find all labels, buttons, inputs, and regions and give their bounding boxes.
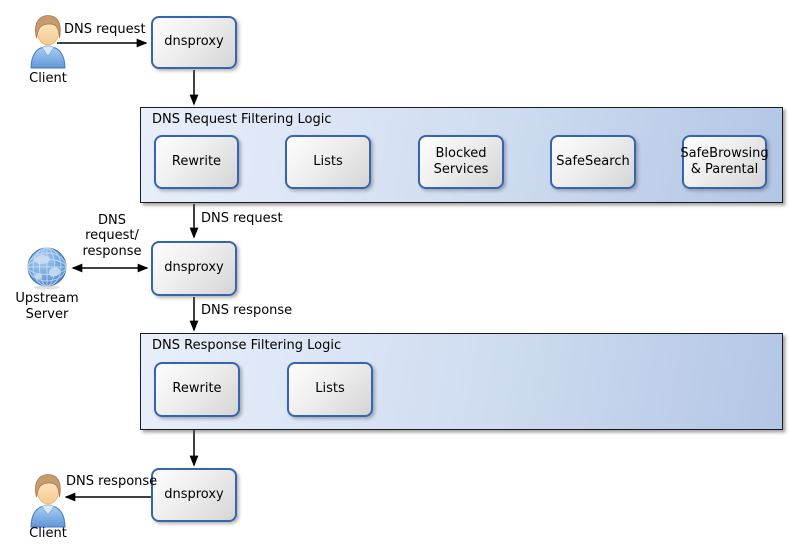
- dnsproxy-node-mid: dnsproxy: [151, 241, 237, 296]
- edge-label-client-response: DNS response: [66, 474, 158, 489]
- filter-step-lists: Lists: [285, 135, 371, 189]
- response-filter-container: DNS Response Filtering Logic Rewrite Lis…: [140, 333, 783, 430]
- response-step-lists-label: Lists: [315, 381, 345, 397]
- dnsproxy-top-label: dnsproxy: [164, 34, 224, 50]
- filter-step-blocked-services: Blocked Services: [418, 135, 504, 189]
- filter-step-rewrite: Rewrite: [154, 135, 239, 189]
- dnsproxy-node-top: dnsproxy: [151, 16, 237, 69]
- edge-label-upstream-exchange: DNS request/ response: [82, 213, 142, 259]
- response-filter-title: DNS Response Filtering Logic: [152, 338, 342, 353]
- filter-step-safebrowsing-label: SafeBrowsing & Parental: [680, 145, 769, 177]
- filter-step-safesearch-label: SafeSearch: [556, 153, 630, 169]
- filter-step-blocked-services-label: Blocked Services: [433, 145, 489, 177]
- request-filter-title: DNS Request Filtering Logic: [152, 112, 332, 127]
- dnsproxy-node-bottom: dnsproxy: [151, 468, 237, 522]
- edge-label-filtered-request: DNS request: [201, 211, 283, 226]
- filter-step-safebrowsing: SafeBrowsing & Parental: [680, 135, 769, 189]
- response-step-rewrite: Rewrite: [154, 362, 240, 417]
- response-step-rewrite-label: Rewrite: [172, 381, 222, 397]
- dnsproxy-mid-label: dnsproxy: [164, 260, 224, 276]
- edge-label-dns-response: DNS response: [201, 303, 293, 318]
- filter-step-rewrite-label: Rewrite: [171, 153, 222, 169]
- upstream-server-label: Upstream Server: [15, 291, 79, 322]
- client-bottom-label: Client: [29, 526, 67, 541]
- edge-label-client-request: DNS request: [64, 22, 146, 37]
- request-filter-container: DNS Request Filtering Logic Rewrite List…: [140, 107, 783, 203]
- person-icon: [28, 13, 68, 74]
- dnsproxy-bottom-label: dnsproxy: [164, 486, 224, 502]
- filter-step-safesearch: SafeSearch: [550, 135, 636, 189]
- response-step-lists: Lists: [287, 362, 373, 417]
- client-top-label: Client: [29, 71, 67, 86]
- globe-icon: [25, 246, 69, 294]
- filter-step-lists-label: Lists: [313, 153, 343, 169]
- person-icon: [28, 472, 68, 533]
